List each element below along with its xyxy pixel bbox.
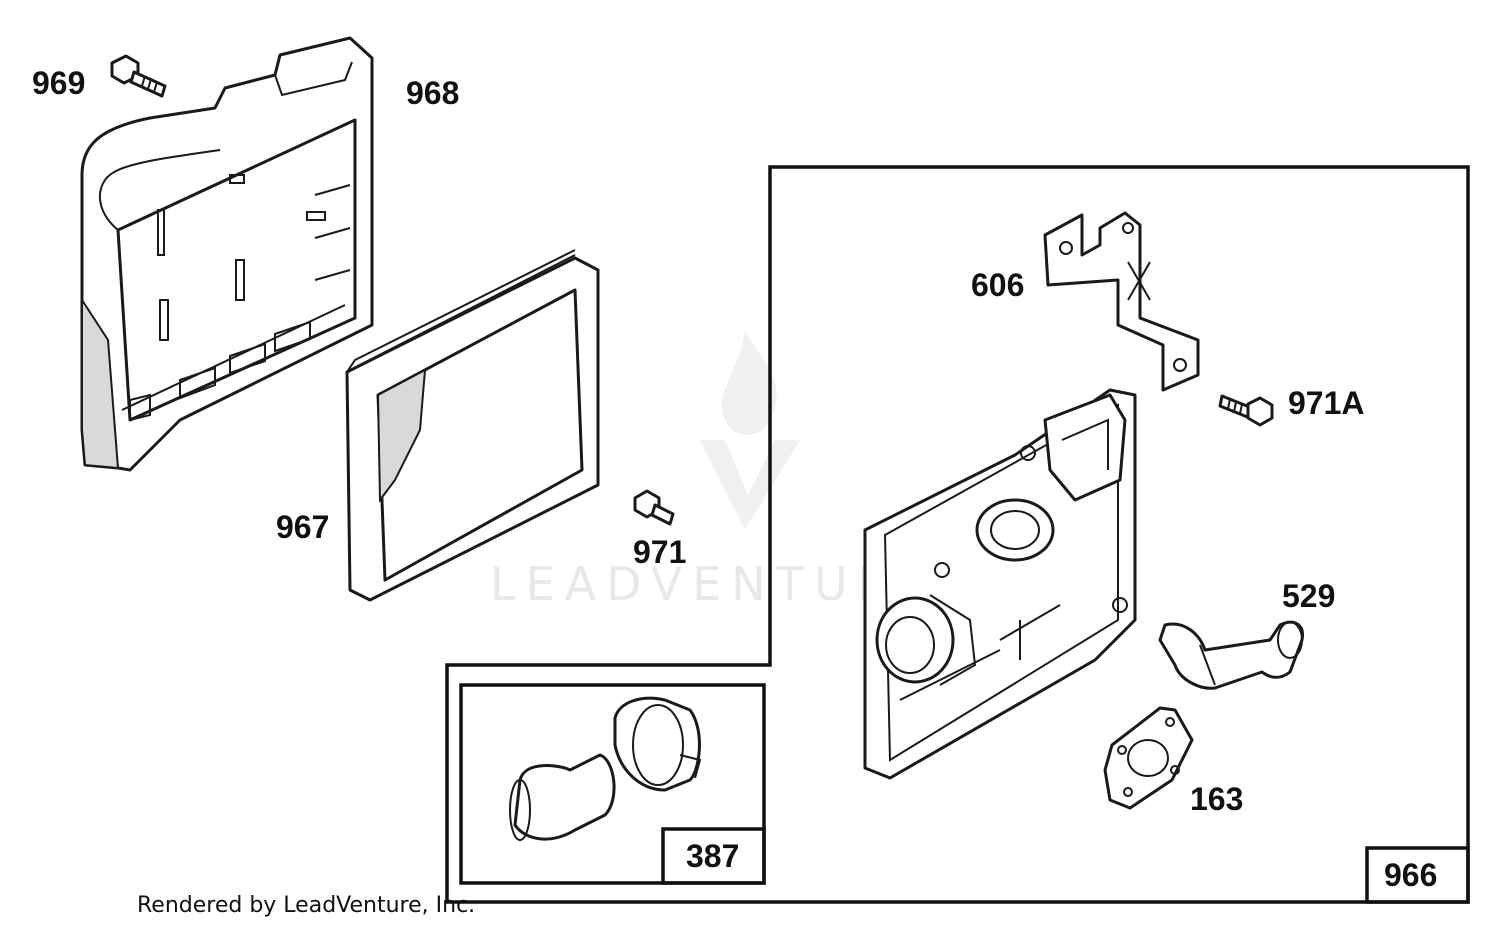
kit-387-parts-drawing	[509, 696, 702, 841]
kit-966-label: 966	[1384, 857, 1437, 893]
part-971-label: 971	[633, 534, 686, 570]
watermark-text: LEADVENTURE	[490, 557, 939, 611]
part-969-label: 969	[32, 65, 85, 101]
bolt-971A-drawing	[1218, 394, 1274, 427]
render-credit: Rendered by LeadVenture, Inc.	[137, 893, 475, 918]
part-968-label: 968	[406, 75, 459, 111]
bolt-971-drawing	[633, 489, 675, 526]
kit-387-label: 387	[686, 838, 739, 874]
part-529-label: 529	[1282, 578, 1335, 614]
watermark: LEADVENTURE	[490, 330, 939, 611]
part-163-label: 163	[1190, 781, 1243, 817]
base-plate-966-drawing	[863, 388, 1137, 780]
bracket-606-drawing	[1043, 211, 1200, 392]
kit-966-frame	[445, 165, 1470, 904]
air-filter-967-drawing	[345, 249, 600, 602]
part-967-label: 967	[276, 509, 329, 545]
gasket-163-drawing	[1103, 706, 1194, 810]
part-606-label: 606	[971, 267, 1024, 303]
air-cleaner-base-968-drawing	[80, 36, 374, 472]
part-971A-label: 971A	[1288, 385, 1365, 421]
kit-387-label-box	[661, 827, 766, 885]
bolt-969-drawing	[110, 54, 167, 98]
elbow-529-drawing	[1158, 620, 1305, 690]
kit-966-label-box	[1365, 846, 1470, 904]
kit-387-frame	[459, 683, 766, 885]
flame-v-logo	[700, 330, 800, 530]
